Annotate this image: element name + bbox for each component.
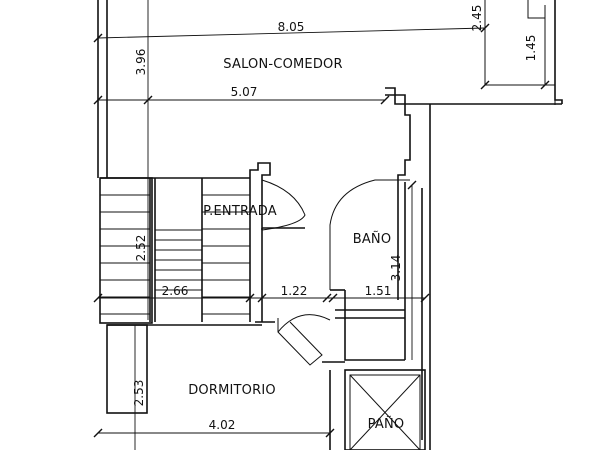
dim-label-122: 1.22	[281, 284, 308, 298]
wall-segment	[349, 374, 421, 450]
dim-151-line	[335, 293, 430, 303]
entrada-door-swing	[261, 179, 306, 231]
dim-label-314: 3.14	[389, 255, 403, 282]
room-label-patio: PAÑO	[368, 416, 405, 432]
dim-396-line	[143, 0, 153, 320]
dim-label-507: 5.07	[231, 85, 258, 99]
wall-segment	[527, 0, 545, 19]
dim-314-line	[407, 180, 417, 360]
room-label-dormitorio: DORMITORIO	[188, 383, 276, 398]
dim-label-266: 2.66	[162, 284, 189, 298]
dormitorio-door	[277, 318, 323, 366]
dim-145-line	[540, 5, 550, 90]
dim-label-245: 2.45	[470, 5, 484, 32]
dim-label-151: 1.51	[365, 284, 392, 298]
stair-treads	[100, 194, 250, 315]
bano-door-arc	[329, 179, 410, 290]
dim-507-line	[93, 95, 390, 105]
entrada-column	[249, 162, 271, 195]
dim-label-252: 2.52	[134, 235, 148, 262]
dim-label-145: 1.45	[524, 35, 538, 62]
dim-label-402: 4.02	[209, 418, 236, 432]
wall-segment	[344, 322, 405, 361]
salon-bottom-wall	[385, 87, 562, 105]
room-label-entrada: P.ENTRADA	[203, 204, 277, 219]
room-label-bano: BAÑO	[353, 231, 392, 247]
dim-label-396: 3.96	[134, 49, 148, 76]
dim-402-line	[93, 428, 335, 438]
salon-right-wall	[554, 0, 563, 104]
dormitorio-door-swing	[277, 314, 331, 333]
dim-label-805: 8.05	[278, 20, 305, 34]
room-label-salon: SALON-COMEDOR	[223, 57, 342, 72]
dim-245-line	[480, 0, 490, 90]
patio-cross-b	[349, 374, 421, 450]
column-wall	[385, 94, 411, 182]
patio-box	[344, 369, 426, 450]
dim-122-line	[250, 293, 338, 303]
dim-label-253: 2.53	[132, 380, 146, 407]
